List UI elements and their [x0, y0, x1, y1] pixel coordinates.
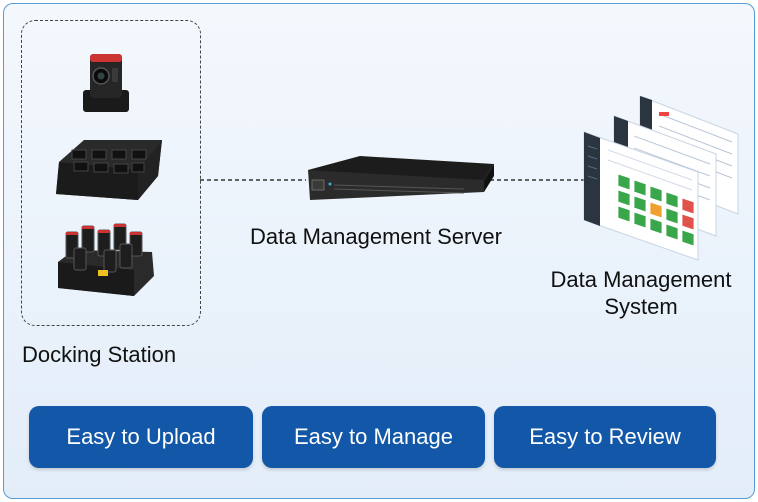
camera-dock-station-icon: [58, 223, 154, 296]
system-label: Data Management System: [550, 267, 732, 319]
easy-to-review-button[interactable]: Easy to Review: [494, 406, 716, 468]
rack-server-icon: [308, 156, 494, 200]
easy-to-manage-button[interactable]: Easy to Manage: [262, 406, 485, 468]
docking-station-group: [21, 20, 201, 326]
diagram-frame: Docking Station Data Management Server D…: [3, 3, 755, 499]
docking-station-label: Docking Station: [22, 342, 177, 367]
diagram-artwork: [56, 54, 739, 296]
server-label: Data Management Server: [250, 224, 502, 249]
multi-dock-tray-icon: [56, 140, 162, 200]
body-camera-icon: [83, 54, 129, 112]
software-screens-icon: [583, 95, 739, 261]
easy-to-upload-button[interactable]: Easy to Upload: [29, 406, 253, 468]
